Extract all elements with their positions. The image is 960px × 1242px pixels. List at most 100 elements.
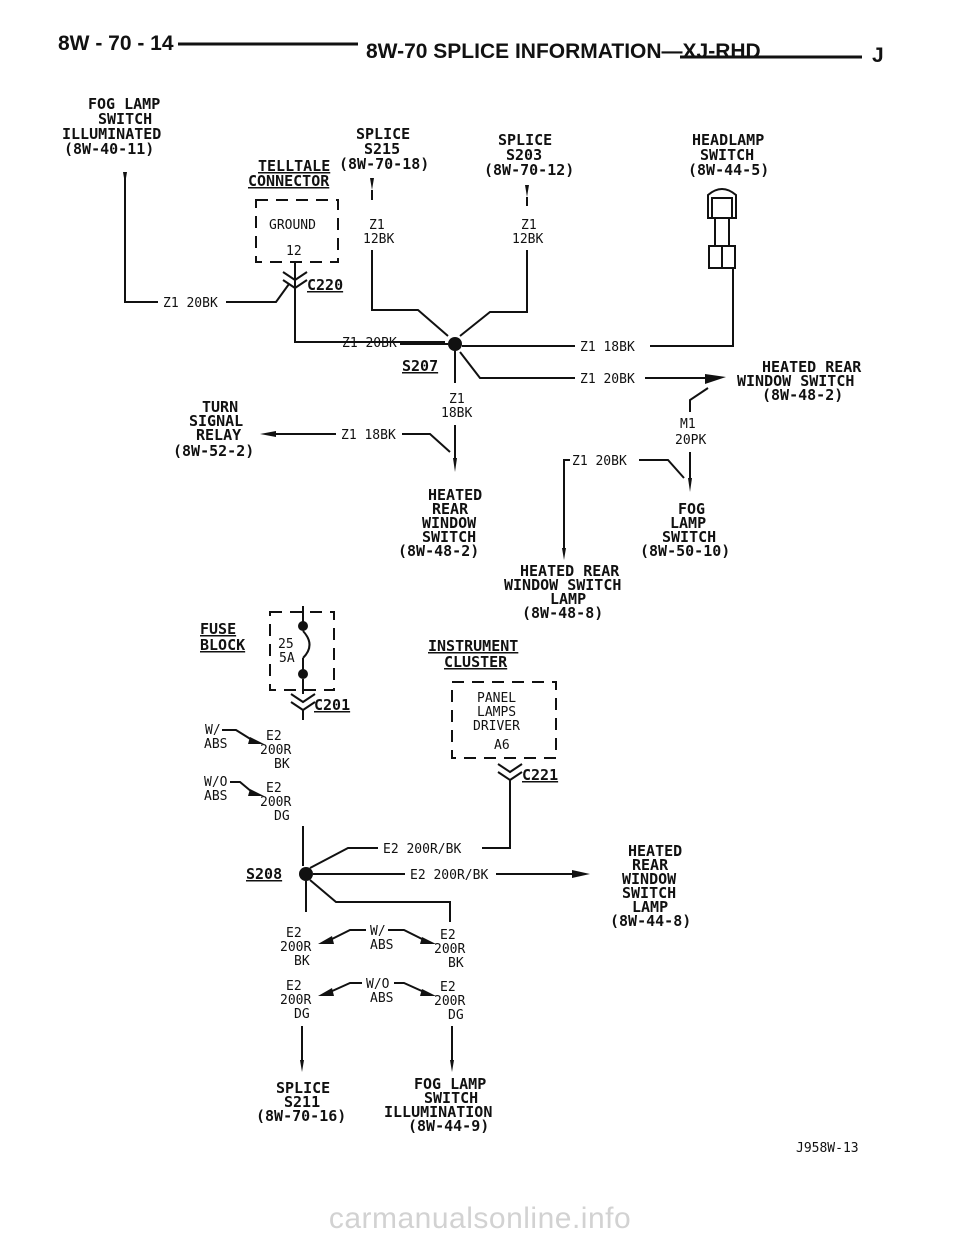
svg-text:(8W-48-2): (8W-48-2) bbox=[398, 542, 479, 560]
headlamp-switch-label: HEADLAMP SWITCH (8W-44-5) bbox=[688, 131, 769, 179]
svg-text:SPLICE: SPLICE bbox=[498, 131, 552, 149]
option-label: ABS bbox=[204, 737, 227, 752]
wire-label: Z1 20BK bbox=[572, 454, 627, 469]
figure-code: J958W-13 bbox=[796, 1141, 859, 1156]
headlamp-connector-icon bbox=[707, 188, 737, 269]
svg-text:(8W-70-12): (8W-70-12) bbox=[484, 161, 574, 179]
arrow-icon bbox=[705, 374, 726, 384]
option-leader bbox=[388, 929, 425, 941]
svg-text:SIGNAL: SIGNAL bbox=[189, 412, 243, 430]
svg-text:TURN: TURN bbox=[202, 398, 238, 416]
wire-label: E2 bbox=[286, 979, 302, 994]
svg-text:TELLTALE: TELLTALE bbox=[258, 157, 330, 175]
svg-text:SWITCH: SWITCH bbox=[422, 528, 476, 546]
arrow-icon bbox=[450, 1060, 454, 1072]
pin-label: DRIVER bbox=[473, 719, 520, 734]
wire-label: DG bbox=[294, 1007, 310, 1022]
fuse-block-label: FUSE BLOCK bbox=[200, 620, 245, 654]
arrow-icon bbox=[420, 989, 436, 996]
splice-s215-label: SPLICE S215 (8W-70-18) bbox=[339, 125, 429, 173]
wire-label: 20PK bbox=[675, 433, 706, 448]
svg-text:ILLUMINATED: ILLUMINATED bbox=[62, 125, 161, 143]
svg-text:REAR: REAR bbox=[432, 500, 469, 518]
splice-s208: S208 bbox=[246, 865, 282, 883]
wire-s215-s207 bbox=[371, 250, 449, 337]
wire-fog-switch bbox=[639, 459, 685, 479]
svg-text:HEATED: HEATED bbox=[628, 842, 682, 860]
svg-text:FOG: FOG bbox=[678, 500, 705, 518]
svg-text:FUSE: FUSE bbox=[200, 620, 236, 638]
wire-fog-illum bbox=[124, 172, 158, 303]
svg-text:WINDOW SWITCH: WINDOW SWITCH bbox=[504, 576, 621, 594]
wire-label: E2 bbox=[286, 926, 302, 941]
svg-text:HEATED REAR: HEATED REAR bbox=[762, 358, 862, 376]
connector-c201-icon bbox=[290, 693, 316, 712]
wire-s208-down-right bbox=[309, 879, 451, 922]
wire-label: BK bbox=[294, 954, 310, 969]
svg-text:(8W-44-9): (8W-44-9) bbox=[408, 1117, 489, 1135]
wire-label: E2 bbox=[440, 928, 456, 943]
option-leader bbox=[329, 982, 362, 993]
option-label: ABS bbox=[370, 938, 393, 953]
wire-label: Z1 20BK bbox=[580, 372, 635, 387]
svg-text:RELAY: RELAY bbox=[196, 426, 241, 444]
wire-turn-hrw bbox=[402, 433, 451, 453]
svg-text:ILLUMINATION: ILLUMINATION bbox=[384, 1103, 492, 1121]
svg-text:REAR: REAR bbox=[632, 856, 669, 874]
svg-text:(8W-44-5): (8W-44-5) bbox=[688, 161, 769, 179]
connector-c201: C201 bbox=[314, 696, 350, 714]
pin-number: A6 bbox=[494, 738, 510, 753]
svg-text:WINDOW: WINDOW bbox=[622, 870, 677, 888]
option-leader bbox=[230, 781, 253, 793]
arrow-icon bbox=[688, 478, 692, 492]
connector-c221: C221 bbox=[522, 766, 558, 784]
wire-label: Z1 18BK bbox=[341, 428, 396, 443]
wire-label: 18BK bbox=[441, 406, 472, 421]
svg-text:(8W-48-8): (8W-48-8) bbox=[522, 604, 603, 622]
svg-text:HEATED REAR: HEATED REAR bbox=[520, 562, 620, 580]
connector-c221-icon bbox=[497, 763, 523, 782]
svg-text:HEATED: HEATED bbox=[428, 486, 482, 504]
wire-m1 bbox=[689, 387, 709, 412]
fuse-rating: 5A bbox=[279, 651, 295, 666]
wire-label: DG bbox=[274, 809, 290, 824]
pin-label: PANEL bbox=[477, 691, 516, 706]
wire-label: Z1 bbox=[369, 218, 385, 233]
splice-s203-label: SPLICE S203 (8W-70-12) bbox=[484, 131, 574, 179]
svg-text:WINDOW: WINDOW bbox=[422, 514, 477, 532]
fuse-rating: 25 bbox=[278, 637, 294, 652]
svg-text:S211: S211 bbox=[284, 1093, 320, 1111]
option-label: W/O bbox=[204, 775, 228, 790]
wire-label: Z1 20BK bbox=[163, 296, 218, 311]
heated-rear-window-switch-center-label: HEATED REAR WINDOW SWITCH (8W-48-2) bbox=[398, 486, 482, 560]
wire-s207-hrw bbox=[459, 351, 575, 379]
svg-text:S215: S215 bbox=[364, 140, 400, 158]
option-leader bbox=[394, 982, 425, 993]
fuse-icon bbox=[302, 630, 311, 659]
wire-label: 200R bbox=[434, 994, 465, 1009]
hrw-switch-lamp-label: HEATED REAR WINDOW SWITCH LAMP (8W-48-8) bbox=[504, 562, 621, 622]
svg-text:(8W-52-2): (8W-52-2) bbox=[173, 442, 254, 460]
option-label: W/O bbox=[366, 977, 390, 992]
svg-text:CLUSTER: CLUSTER bbox=[444, 653, 508, 671]
wire-label: 12BK bbox=[363, 232, 394, 247]
fog-lamp-switch-label: FOG LAMP SWITCH (8W-50-10) bbox=[640, 500, 730, 560]
svg-text:FOG LAMP: FOG LAMP bbox=[88, 95, 160, 113]
wire-label: 200R bbox=[280, 940, 311, 955]
fog-lamp-switch-illumination-label: FOG LAMP SWITCH ILLUMINATION (8W-44-9) bbox=[384, 1075, 492, 1135]
splice-s207: S207 bbox=[402, 357, 438, 375]
arrow-icon bbox=[420, 937, 436, 944]
arrow-icon bbox=[572, 870, 590, 878]
svg-text:SWITCH: SWITCH bbox=[662, 528, 716, 546]
svg-text:LAMP: LAMP bbox=[670, 514, 706, 532]
wire-label: 200R bbox=[434, 942, 465, 957]
wire-label: Z1 bbox=[521, 218, 537, 233]
wire-label: E2 200R/BK bbox=[410, 868, 488, 883]
turn-signal-relay-label: TURN SIGNAL RELAY (8W-52-2) bbox=[173, 398, 254, 460]
option-label: ABS bbox=[370, 991, 393, 1006]
option-leader bbox=[222, 729, 253, 741]
wire-cluster-s208 bbox=[482, 780, 511, 849]
page-number: 8W - 70 - 14 bbox=[58, 32, 174, 55]
option-label: ABS bbox=[204, 789, 227, 804]
